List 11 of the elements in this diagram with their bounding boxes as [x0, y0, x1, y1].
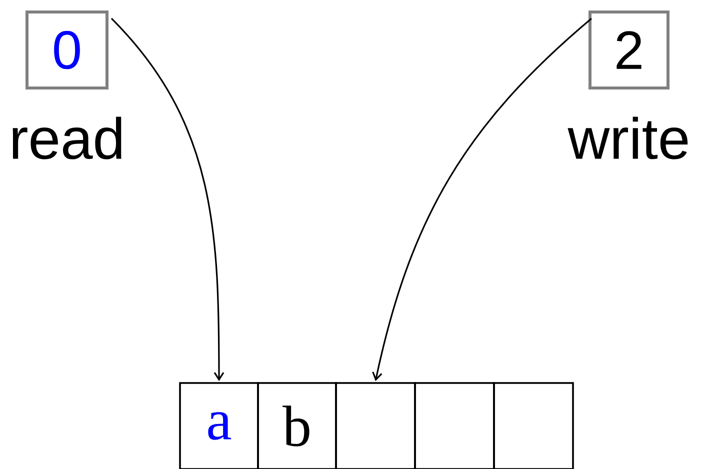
- register-box: 0: [26, 10, 108, 90]
- register-box: 2: [588, 10, 670, 90]
- caption-label: read: [12, 116, 122, 160]
- arrow: [110, 18, 224, 382]
- array-cell: [414, 382, 495, 469]
- array-cell: [335, 382, 416, 469]
- array-cell: [493, 382, 574, 469]
- arrow: [372, 18, 592, 382]
- array-cell: a: [179, 382, 259, 469]
- array-cell: b: [257, 382, 337, 469]
- caption-label: write: [568, 116, 688, 160]
